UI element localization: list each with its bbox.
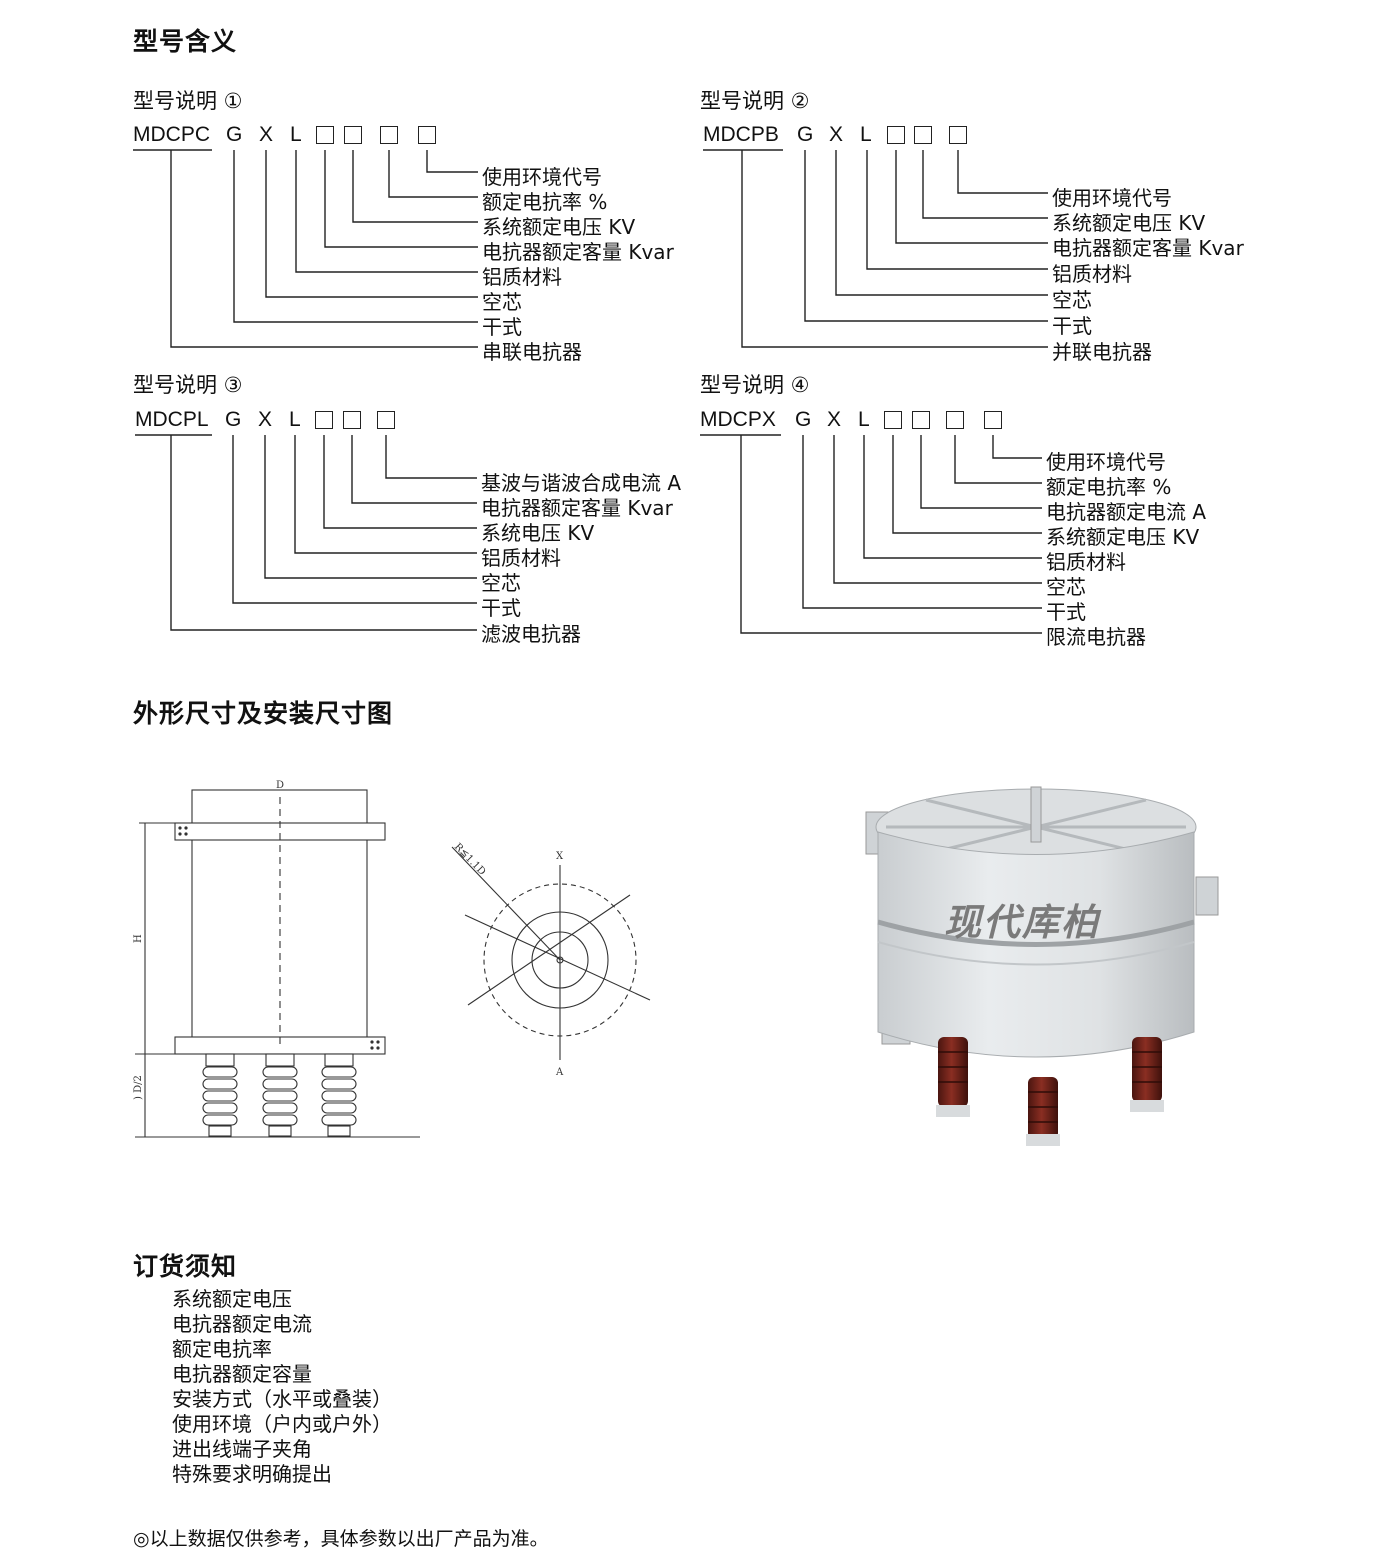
model-2-label-material: 铝质材料 <box>1052 262 1132 286</box>
model-caption-2: 型号说明 ② <box>700 89 810 113</box>
model-3-label-current: 基波与谐波合成电流 A <box>481 471 682 495</box>
code-box <box>380 126 398 144</box>
model-2-label-air-core: 空芯 <box>1052 288 1092 312</box>
code-box <box>914 126 932 144</box>
model-prefix-3: MDCPL <box>135 408 209 431</box>
list-item: 电抗器额定容量 <box>172 1362 312 1386</box>
list-item: 特殊要求明确提出 <box>172 1462 332 1486</box>
model-prefix-4: MDCPX <box>700 408 776 431</box>
list-item: 使用环境（户内或户外） <box>172 1412 392 1436</box>
model-caption-4: 型号说明 ④ <box>700 373 810 397</box>
list-item: 进出线端子夹角 <box>172 1437 312 1461</box>
model-4-label-dry-type: 干式 <box>1046 600 1086 624</box>
reactor-product-image <box>865 786 1219 1146</box>
model-1-label-dry-type: 干式 <box>482 315 522 339</box>
top-view-drawing: X A R≦1.1D <box>451 841 651 1078</box>
model-4-label-voltage: 系统额定电压 KV <box>1046 525 1200 549</box>
model-letter-l-4: L <box>858 408 870 431</box>
model-1-label-type: 串联电抗器 <box>482 340 582 364</box>
model-1-label-voltage: 系统额定电压 KV <box>482 215 636 239</box>
model-letter-g-2: G <box>797 123 814 146</box>
model-4-label-environment: 使用环境代号 <box>1046 450 1166 474</box>
dim-d2-label: ) D/2 <box>133 1075 144 1100</box>
code-box <box>315 411 333 429</box>
model-2-label-dry-type: 干式 <box>1052 314 1092 338</box>
model-letter-x-1: X <box>259 123 274 146</box>
model-letter-g-3: G <box>225 408 242 431</box>
model-3-label-voltage: 系统电压 KV <box>481 521 595 545</box>
model-4-leader-lines <box>700 434 1042 634</box>
code-box <box>343 411 361 429</box>
model-2-label-type: 并联电抗器 <box>1052 340 1152 364</box>
list-item: 额定电抗率 <box>172 1337 272 1361</box>
code-box <box>912 411 930 429</box>
code-box <box>949 126 967 144</box>
model-letter-g-1: G <box>226 123 243 146</box>
model-letter-x-2: X <box>829 123 844 146</box>
code-box <box>418 126 436 144</box>
list-item: 电抗器额定电流 <box>172 1312 312 1336</box>
model-3-leader-lines <box>135 434 477 631</box>
model-letter-l-2: L <box>860 123 872 146</box>
model-caption-3: 型号说明 ③ <box>133 373 243 397</box>
model-4-label-current: 电抗器额定电流 A <box>1046 500 1207 524</box>
code-box <box>316 126 334 144</box>
model-3-label-dry-type: 干式 <box>481 596 521 620</box>
model-2-label-environment: 使用环境代号 <box>1052 186 1172 210</box>
code-box <box>946 411 964 429</box>
model-3-label-capacity: 电抗器额定客量 Kvar <box>481 496 673 520</box>
insulator-middle <box>262 1053 298 1137</box>
model-1-label-capacity: 电抗器额定客量 Kvar <box>482 240 674 264</box>
list-item: 安装方式（水平或叠装） <box>172 1387 392 1411</box>
disclaimer-footnote: ◎以上数据仅供参考，具体参数以出厂产品为准。 <box>133 1528 549 1550</box>
dim-d-label: D <box>276 780 284 791</box>
model-1-leader-lines <box>133 149 478 348</box>
section-title-dimensions: 外形尺寸及安装尺寸图 <box>133 699 394 728</box>
model-3-label-material: 铝质材料 <box>481 546 561 570</box>
code-box <box>377 411 395 429</box>
code-box <box>984 411 1002 429</box>
dim-h-label: H <box>133 934 144 943</box>
section-title-ordering: 订货须知 <box>133 1252 238 1281</box>
model-letter-x-3: X <box>258 408 273 431</box>
code-box <box>887 126 905 144</box>
insulator-middle-photo <box>1026 1077 1060 1146</box>
model-2-label-capacity: 电抗器额定客量 Kvar <box>1052 236 1244 260</box>
model-3-label-type: 滤波电抗器 <box>481 622 581 646</box>
model-4-label-air-core: 空芯 <box>1046 575 1086 599</box>
list-item: 系统额定电压 <box>172 1287 292 1311</box>
axis-x-label: X <box>556 851 564 862</box>
model-1-label-air-core: 空芯 <box>482 290 522 314</box>
insulator-right-photo <box>1130 1037 1164 1112</box>
axis-a-label: A <box>555 1067 564 1078</box>
model-2-leader-lines <box>703 149 1048 348</box>
model-1-label-reactance-rate: 额定电抗率 % <box>482 190 608 214</box>
model-1-label-environment: 使用环境代号 <box>482 165 602 189</box>
radius-note: R≦1.1D <box>452 841 488 877</box>
insulator-left <box>202 1053 238 1137</box>
model-4-label-type: 限流电抗器 <box>1046 625 1146 649</box>
product-brand-label: 现代库柏 <box>944 901 1100 944</box>
model-letter-l-1: L <box>290 123 302 146</box>
code-box <box>884 411 902 429</box>
model-letter-x-4: X <box>827 408 842 431</box>
model-letter-l-3: L <box>289 408 301 431</box>
model-caption-1: 型号说明 ① <box>133 89 243 113</box>
insulator-right <box>321 1053 357 1137</box>
model-4-label-material: 铝质材料 <box>1046 550 1126 574</box>
ordering-list: 系统额定电压 电抗器额定电流 额定电抗率 电抗器额定容量 安装方式（水平或叠装）… <box>172 1287 392 1487</box>
model-3-label-air-core: 空芯 <box>481 571 521 595</box>
model-4-label-reactance-rate: 额定电抗率 % <box>1046 475 1172 499</box>
model-letter-g-4: G <box>795 408 812 431</box>
model-1-label-material: 铝质材料 <box>482 265 562 289</box>
insulator-left-photo <box>936 1037 970 1117</box>
model-2-label-voltage: 系统额定电压 KV <box>1052 211 1206 235</box>
model-prefix-2: MDCPB <box>703 123 779 146</box>
section-title-model-meaning: 型号含义 <box>133 27 238 56</box>
side-view-drawing: D H ) D/2 <box>133 780 420 1138</box>
code-box <box>344 126 362 144</box>
model-prefix-1: MDCPC <box>133 123 210 146</box>
